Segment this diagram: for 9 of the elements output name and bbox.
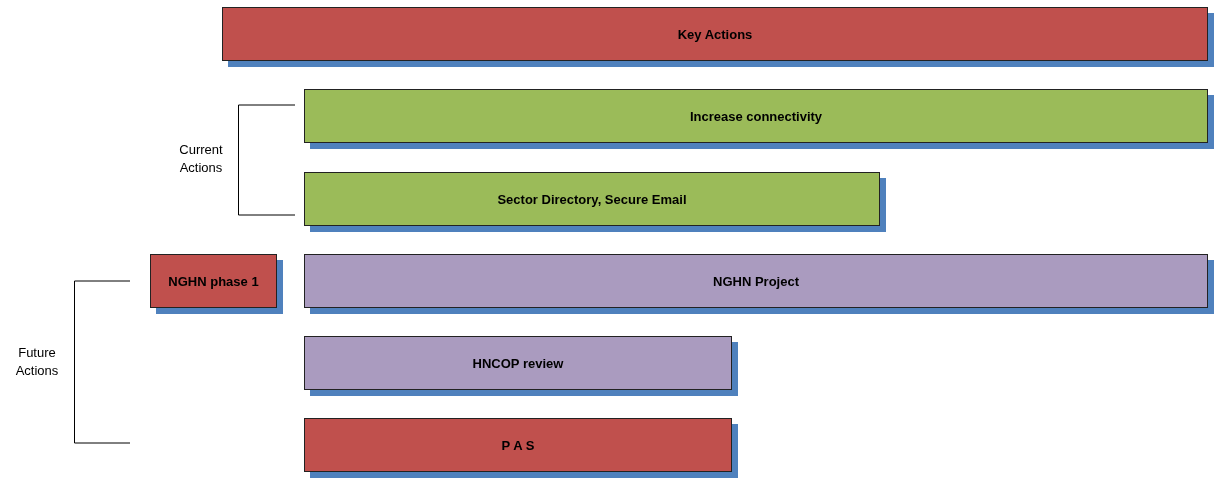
bar-label: HNCOP review xyxy=(472,355,564,371)
bar-label: Increase connectivity xyxy=(689,108,823,124)
bar-label: NGHN phase 1 xyxy=(168,273,259,289)
bar-label: Sector Directory, Secure Email xyxy=(497,191,687,207)
group-label: Future Actions xyxy=(14,344,60,380)
bar-label: Key Actions xyxy=(677,26,753,42)
group-label: Current Actions xyxy=(178,141,224,177)
bar-label: NGHN Project xyxy=(713,273,799,289)
bar-label: P A S xyxy=(501,437,535,453)
